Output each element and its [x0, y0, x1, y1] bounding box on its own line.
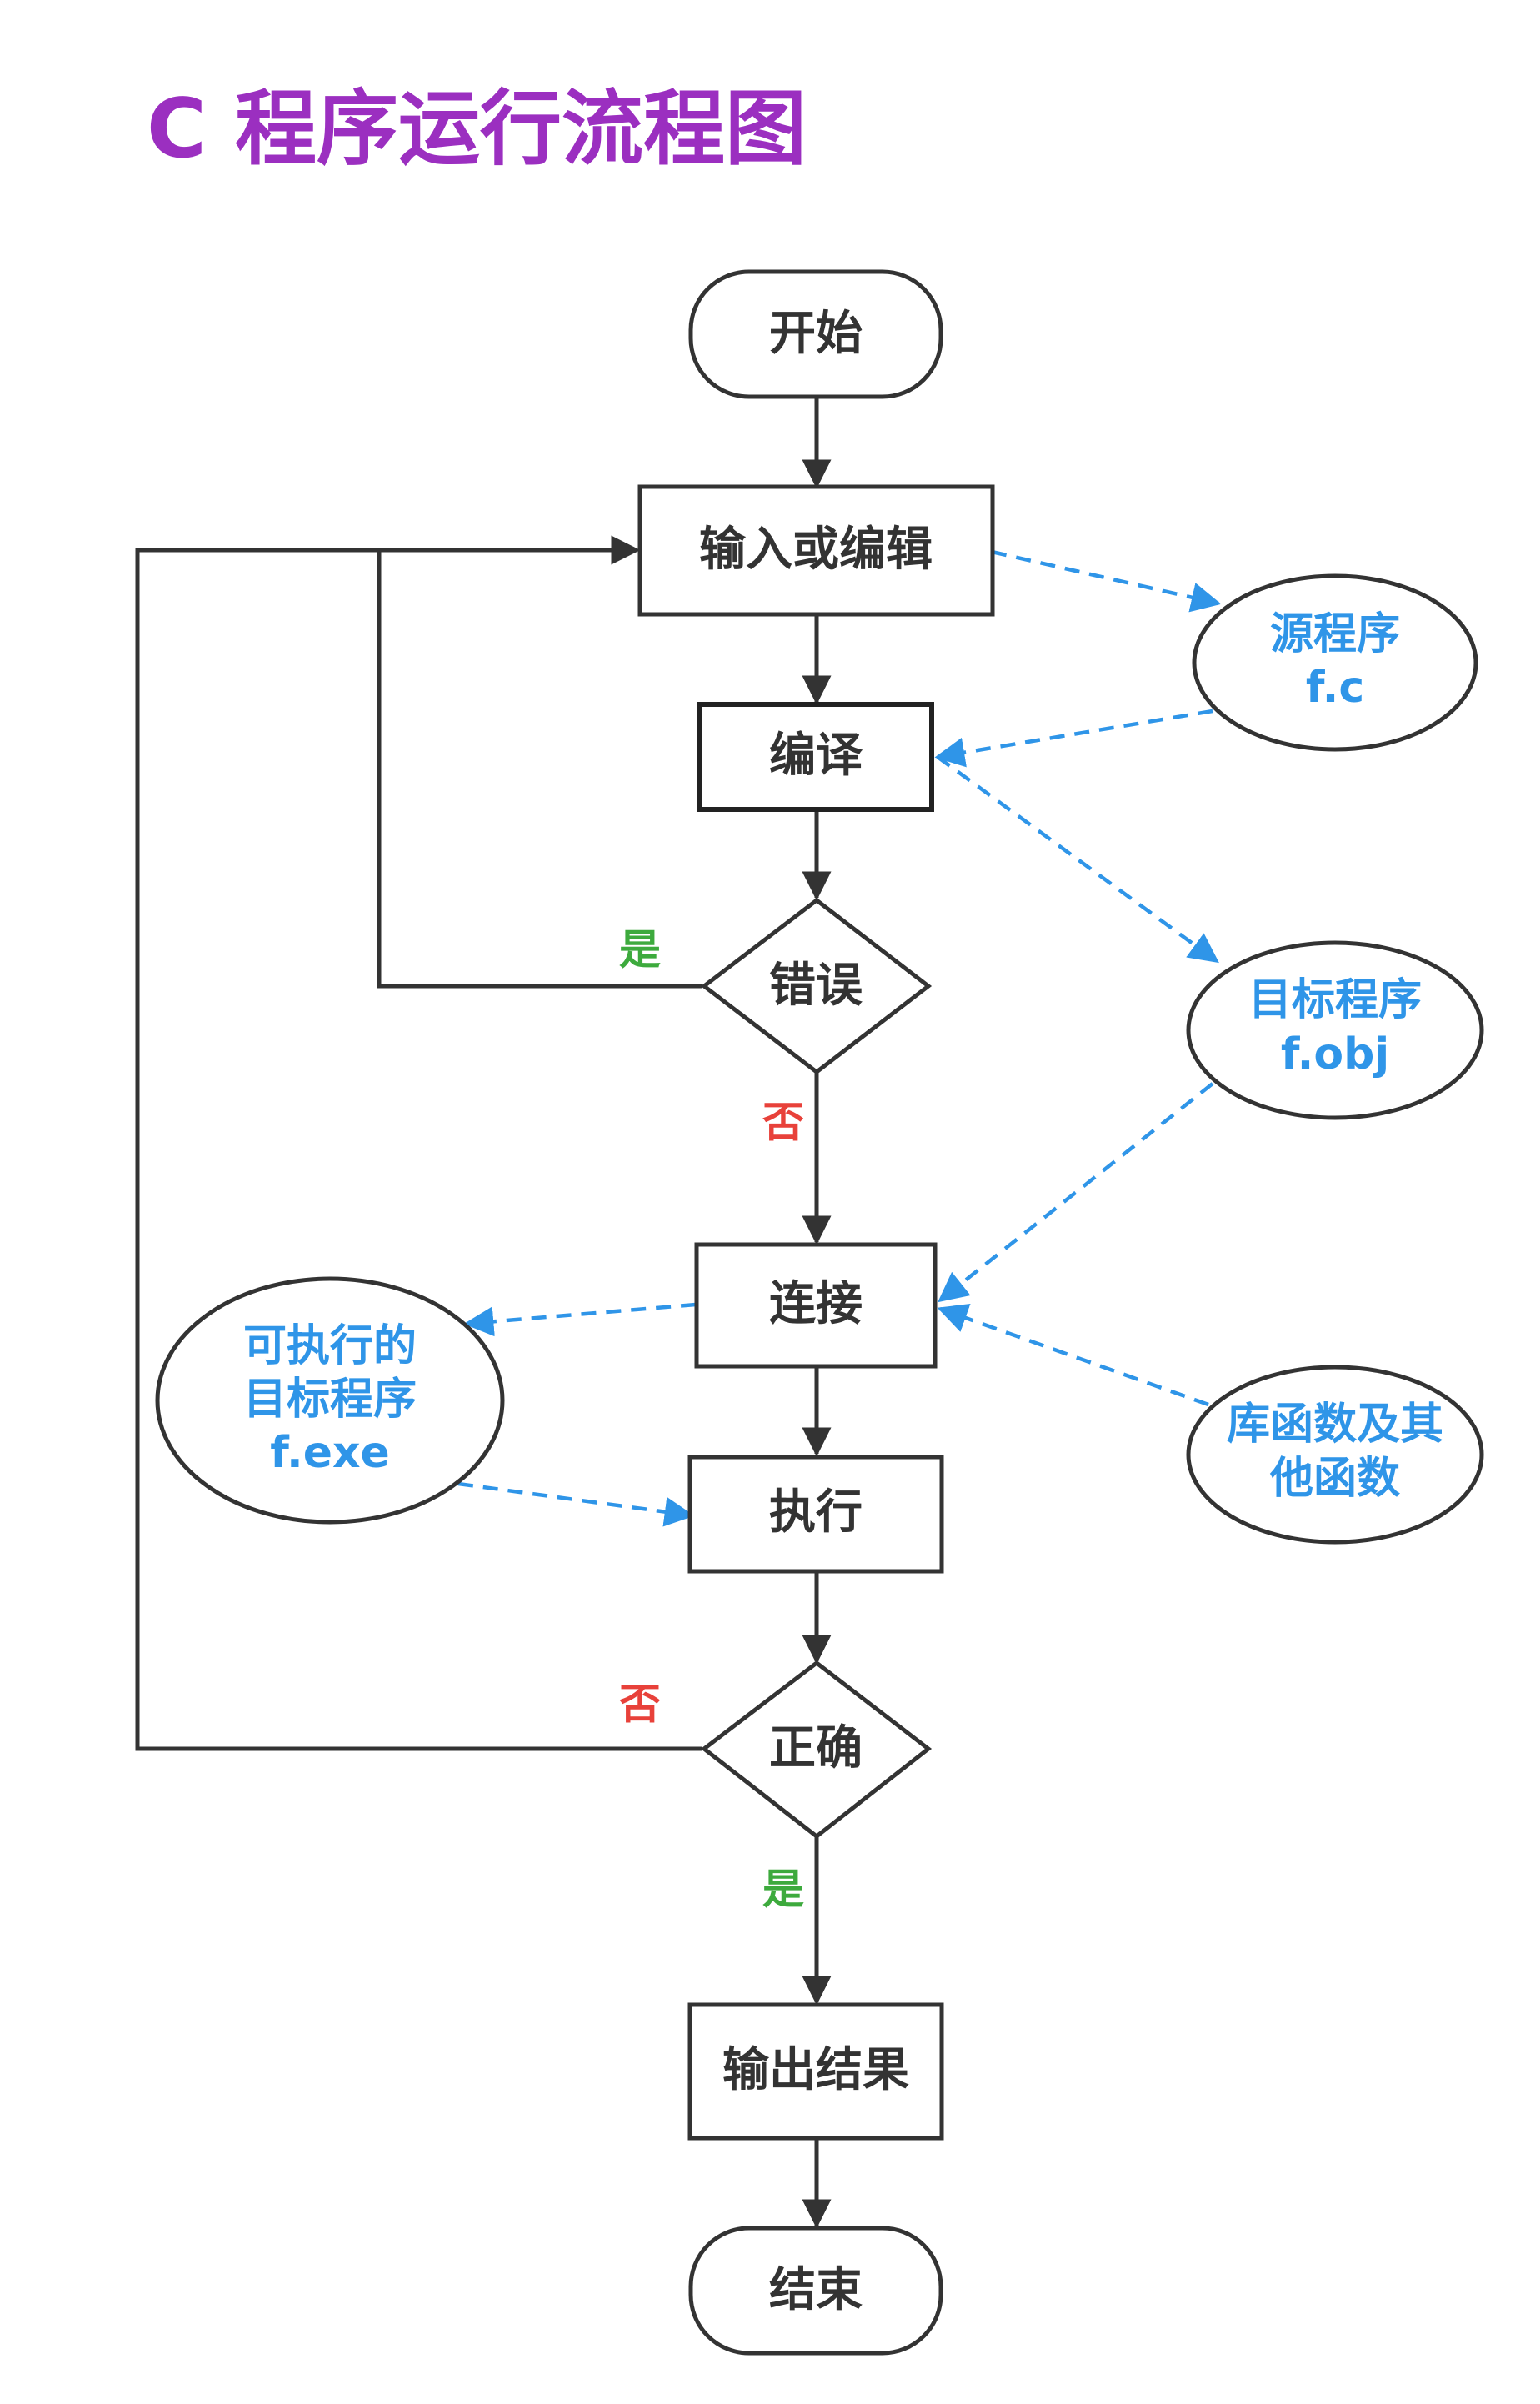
start-label: 开始 — [769, 307, 862, 361]
library-file-ellipse: 库函数及其 他函数 — [1186, 1365, 1484, 1545]
executable-file-ellipse: 可执行的 目标程序 f.exe — [155, 1276, 505, 1525]
edit-label: 输入或编辑 — [699, 523, 932, 577]
error-no-label: 否 — [762, 1099, 804, 1147]
source-file-name: 源程序 — [1270, 609, 1400, 659]
error-yes-label: 是 — [619, 926, 661, 974]
end-label: 结束 — [769, 2263, 862, 2317]
page-title: C 程序运行流程图 — [147, 82, 807, 177]
compile-node: 编译 — [698, 702, 934, 812]
execute-node: 执行 — [688, 1455, 944, 1574]
error-label: 错误 — [769, 959, 862, 1013]
connector-error-yes-loop — [377, 550, 702, 989]
dashed-link-executable — [463, 1302, 697, 1337]
output-node: 输出结果 — [688, 2002, 944, 2141]
link-node: 连接 — [694, 1242, 938, 1369]
library-line-2: 他函数 — [1269, 1454, 1400, 1504]
dashed-executable-execute — [458, 1481, 695, 1527]
edit-node: 输入或编辑 — [638, 484, 995, 617]
compile-label: 编译 — [769, 729, 863, 783]
end-node: 结束 — [688, 2226, 943, 2356]
dashed-compile-object — [936, 755, 1219, 964]
executable-line-1: 可执行的 — [243, 1321, 417, 1371]
object-file-name: 目标程序 — [1248, 975, 1422, 1025]
correct-no-label: 否 — [619, 1680, 661, 1729]
execute-label: 执行 — [769, 1485, 862, 1540]
source-file-ellipse: 源程序 f.c — [1192, 573, 1478, 752]
executable-line-3: f.exe — [270, 1428, 390, 1478]
correct-decision: 正确 — [700, 1660, 932, 1840]
dashed-library-link — [937, 1303, 1209, 1407]
output-label: 输出结果 — [722, 2043, 909, 2097]
library-line-1: 库函数及其 — [1227, 1400, 1443, 1450]
file-connectors — [458, 549, 1222, 1527]
source-file-ext: f.c — [1306, 663, 1364, 713]
object-file-ext: f.obj — [1281, 1029, 1389, 1079]
correct-yes-label: 是 — [762, 1866, 804, 1914]
link-label: 连接 — [769, 1277, 862, 1331]
connector-correct-no-loop — [135, 535, 702, 1751]
dashed-object-link — [938, 1082, 1214, 1303]
dashed-source-compile — [934, 709, 1213, 768]
correct-label: 正确 — [769, 1721, 862, 1775]
error-decision: 错误 — [700, 897, 932, 1075]
flow-connectors — [135, 398, 832, 2229]
start-node: 开始 — [688, 269, 943, 399]
object-file-ellipse: 目标程序 f.obj — [1186, 940, 1484, 1120]
executable-line-2: 目标程序 — [243, 1375, 417, 1425]
dashed-edit-source — [991, 549, 1222, 613]
